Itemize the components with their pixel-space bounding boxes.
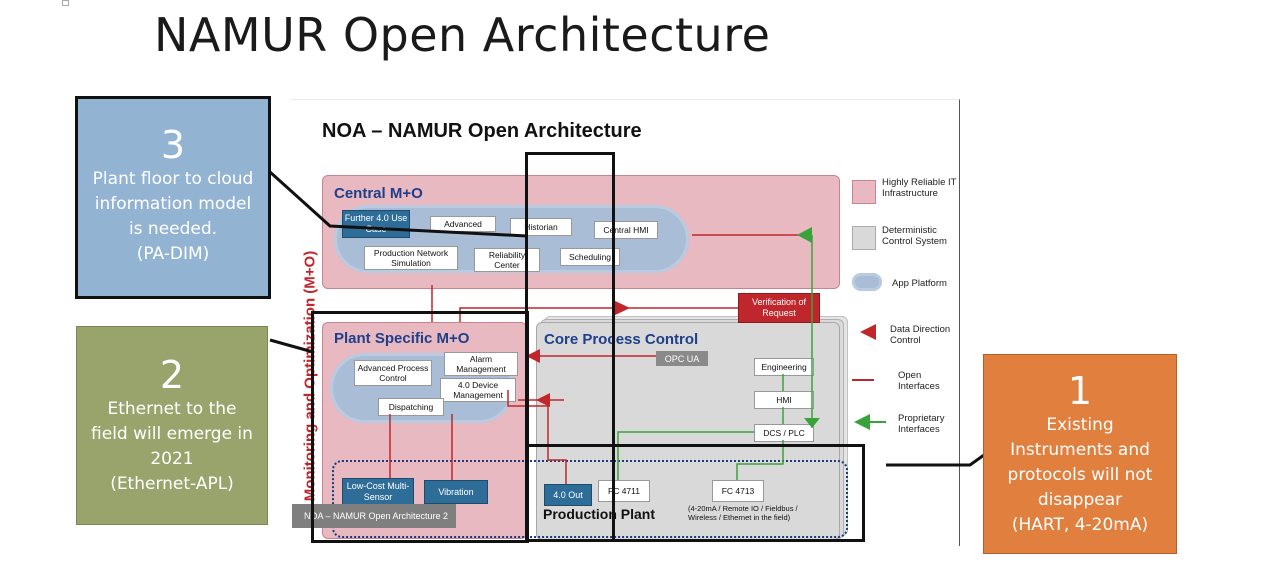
alarm-management-box: Alarm Management [444,352,518,376]
legend-open-swatch [852,379,874,381]
central-mo-title: Central M+O [334,185,423,202]
legend-open-label: Open Interfaces [898,370,940,392]
callout-1-number: 1 [1067,369,1093,413]
callout-2-number: 2 [159,353,185,397]
production-plant-note: (4-20mA / Remote IO / Fieldbus / Wireles… [688,504,798,522]
legend-direction-label: Data Direction Control [890,324,951,346]
green-dcs-fc4713 [736,440,784,480]
arrow-opc [526,349,540,363]
production-network-simulation-box: Production Network Simulation [364,246,458,270]
connector-lines [389,227,820,484]
callout-2-line-4: (Ethernet-APL) [110,474,234,494]
4-0-out-box: 4.0 Out [544,484,592,506]
scheduling-box: Scheduling [560,248,620,266]
callout-3-line-4: (PA-DIM) [136,244,210,264]
callout-2-line-1: Ethernet to the [107,399,237,419]
arrow-green-dcs [804,418,820,428]
callout-2-line-2: field will emerge in [91,424,253,444]
legend-proprietary-icon [854,414,886,430]
arrow-green-central [797,227,812,243]
production-plant-title: Production Plant [543,506,655,522]
legend-direction-icon [860,324,876,340]
dispatching-box: Dispatching [378,398,444,416]
callout-3-number: 3 [160,123,186,167]
slide-footer: NOA – NAMUR Open Architecture 2 [292,504,456,528]
green-dcs-fc4711 [617,431,754,480]
callout-1-line-2: Instruments and [1010,440,1150,460]
slide-title: NOA – NAMUR Open Architecture [322,120,642,142]
production-plant-zone [332,460,848,538]
legend-it-label: Highly Reliable IT Infrastructure [882,177,957,199]
highlight-frame-plant [311,311,529,543]
legend-it-swatch [852,180,876,204]
callout-3-line-2: information model [94,194,252,214]
verification-of-request-box: Verification of Request [738,293,820,323]
central-hmi-box: Central HMI [594,221,658,239]
callout-2-line-3: 2021 [150,449,194,469]
arrow-device [536,393,550,407]
vibration-box: Vibration [424,480,488,504]
callout-1-line-1: Existing [1046,415,1114,435]
arrow-verification [613,300,630,316]
hmi-box: HMI [754,391,814,409]
highlight-frame-production [525,444,865,542]
low-cost-multi-sensor-box: Low-Cost Multi-Sensor [342,478,414,506]
callout-3-line-3: is needed. [128,219,218,239]
line-device-out [507,390,567,484]
callout-1-line-3: protocols will not [1007,465,1153,485]
callout-2: 2 Ethernet to the field will emerge in 2… [76,326,268,525]
reliability-center-box: Reliability Center [474,248,540,272]
callout-3: 3 Plant floor to cloud information model… [75,96,271,299]
device-management-box: 4.0 Device Management [440,378,516,402]
advanced-process-control-box: Advanced Process Control [354,360,432,386]
core-process-control-title: Core Process Control [544,331,699,348]
opc-ua-box: OPC UA [656,351,708,366]
callout-1-line-5: (HART, 4-20mA) [1011,515,1149,535]
callout-1-line-4: disappear [1037,490,1123,510]
legend-proprietary-label: Proprietary Interfaces [898,413,945,435]
legend-app-label: App Platform [892,278,947,289]
noa-slide: NOA – NAMUR Open Architecture Central M+… [292,99,960,546]
engineering-box: Engineering [754,358,814,376]
plant-specific-mo-title: Plant Specific M+O [334,330,470,347]
legend-control-label: Deterministic Control System [882,225,947,247]
line-plant-verification [459,307,738,322]
fc-4713-box: FC 4713 [712,480,764,502]
page-title: NAMUR Open Architecture [154,8,771,62]
callout-1: 1 Existing Instruments and protocols wil… [983,354,1177,554]
legend-app-swatch [852,273,882,291]
corner-mark [62,0,69,6]
callout-3-line-1: Plant floor to cloud [92,169,254,189]
legend-control-swatch [852,226,876,250]
dcs-plc-box: DCS / PLC [754,424,814,442]
fc-4711-box: FC 4711 [598,480,650,502]
